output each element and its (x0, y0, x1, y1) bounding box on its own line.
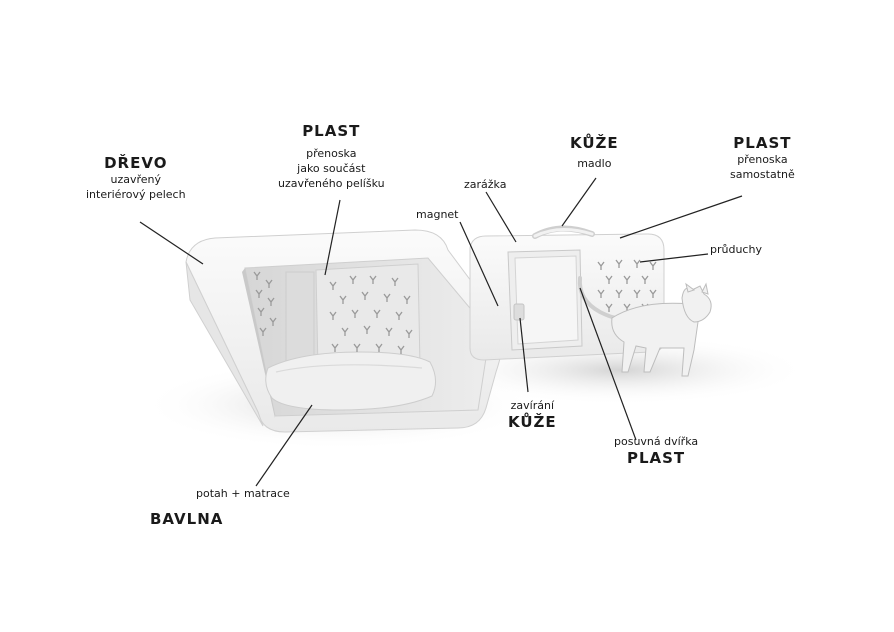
label-plast-left-title: PLAST (302, 122, 361, 140)
label-zarazka: zarážka (464, 178, 507, 191)
label-dvirka-sub: posuvná dvířka (614, 435, 699, 448)
label-kuze-top-sub: madlo (577, 157, 612, 170)
label-kuze-top: KŮŽE madlo (570, 134, 619, 171)
label-plast-left: PLAST přenoska jako součást uzavřeného p… (278, 122, 385, 191)
label-potah: potah + matrace (196, 487, 290, 500)
wooden-bed (185, 229, 504, 433)
label-zavirani-title: KŮŽE (508, 413, 557, 431)
label-drevo-title: DŘEVO (104, 154, 168, 172)
label-drevo-line2: interiérový pelech (86, 188, 186, 201)
leader-lines (139, 177, 743, 487)
label-zavirani-sub: zavírání (510, 399, 555, 412)
label-zavirani: zavírání KŮŽE (508, 398, 557, 431)
label-dvirka: posuvná dvířka PLAST (614, 434, 698, 467)
label-magnet: magnet (416, 208, 459, 221)
label-plast-left-line1: přenoska (306, 147, 357, 160)
label-dvirka-title: PLAST (626, 449, 686, 467)
label-plast-left-line2: jako součást (297, 162, 366, 175)
label-plast-left-line3: uzavřeného pelíšku (278, 177, 385, 190)
label-kuze-top-title: KŮŽE (570, 134, 619, 152)
label-drevo-line1: uzavřený (110, 173, 162, 186)
label-plast-right: PLAST přenoska samostatně (730, 134, 795, 182)
label-plast-right-line1: přenoska (737, 153, 788, 166)
label-drevo: DŘEVO uzavřený interiérový pelech (86, 154, 186, 202)
label-plast-right-title: PLAST (733, 134, 792, 152)
label-plast-right-line2: samostatně (730, 168, 795, 181)
label-pruduchy: průduchy (710, 243, 762, 256)
label-bavlna: BAVLNA (150, 510, 224, 528)
cat-figure (577, 276, 712, 377)
